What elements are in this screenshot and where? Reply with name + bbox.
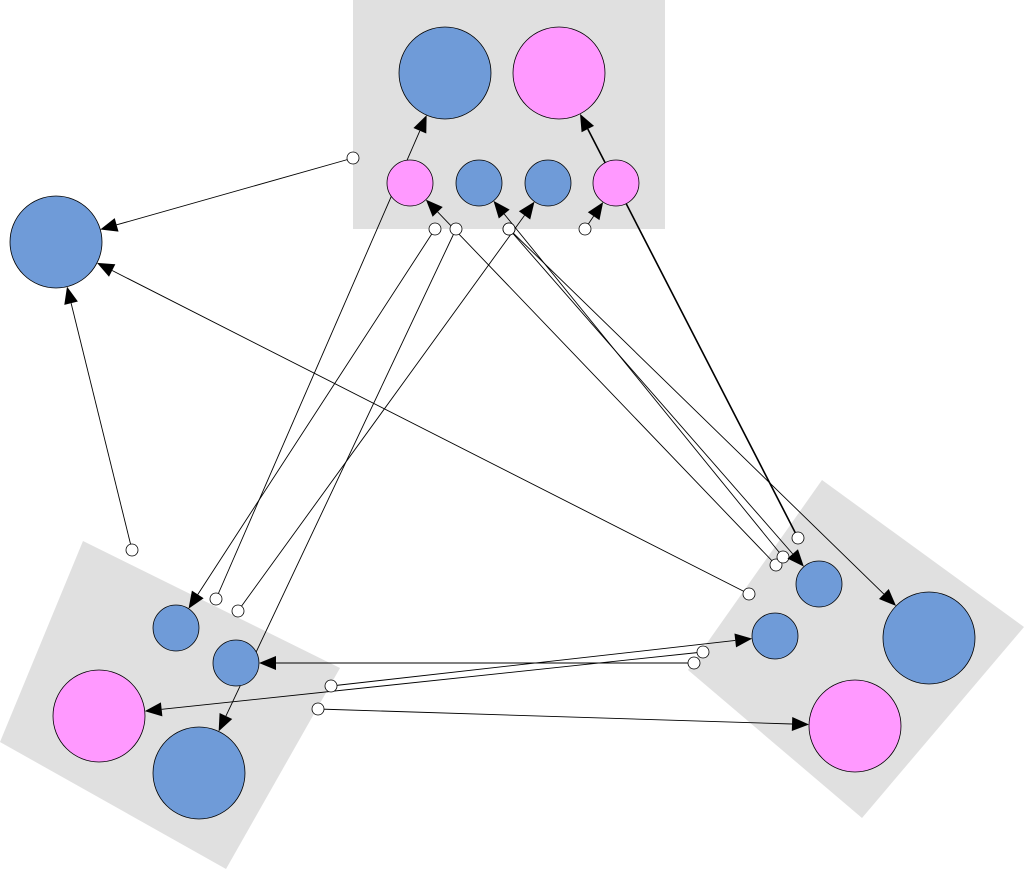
arrowhead <box>587 202 604 221</box>
edge-source-port <box>742 587 756 601</box>
edge-bottom-left-group-to-top-large-blue <box>209 115 427 606</box>
node-top-small-pink-1 <box>386 159 434 207</box>
edge-bottom-right-group-to-top-small-blue-1 <box>493 200 790 564</box>
edge-line <box>237 215 525 612</box>
arrowhead <box>791 717 810 732</box>
arrowhead <box>878 589 897 606</box>
arrowhead <box>144 702 163 717</box>
edge-bottom-right-group-to-bl-large-pink <box>144 645 710 717</box>
node-bl-small-blue-1 <box>152 604 200 652</box>
node-layer <box>9 26 976 820</box>
edge-line <box>437 211 777 566</box>
edge-source-port <box>776 550 790 564</box>
edge-line <box>161 651 704 710</box>
edge-source-port <box>428 222 442 236</box>
edge-line <box>330 640 736 687</box>
arrowhead <box>518 201 535 220</box>
edge-line <box>70 303 133 551</box>
node-bl-small-blue-2 <box>212 639 260 687</box>
edge-source-port <box>687 656 701 670</box>
edge-source-port <box>209 592 223 606</box>
edge-bottom-right-group-to-top-small-pink-2 <box>578 202 604 236</box>
arrowhead <box>580 113 595 133</box>
arrowhead <box>493 200 510 219</box>
arrowhead <box>218 713 233 732</box>
edge-source-port <box>769 558 783 572</box>
arrowhead <box>97 262 116 277</box>
node-br-small-blue-2 <box>751 612 799 660</box>
arrowhead <box>413 115 427 134</box>
edge-source-port <box>791 531 805 545</box>
arrowhead <box>734 633 753 648</box>
edge-bottom-left-group-to-top-small-blue-2 <box>231 201 535 618</box>
edge-bottom-left-group-to-br-large-pink <box>311 702 810 732</box>
edge-line <box>508 228 885 595</box>
arrowhead <box>425 199 443 217</box>
edge-line <box>317 708 793 725</box>
edge-top-group-to-standalone-large <box>100 151 360 232</box>
edge-top-group-to-br-large-blue <box>502 222 897 606</box>
edge-top-group-to-br-small-blue-1 <box>502 222 804 567</box>
edge-top-group-to-bl-large-blue <box>218 222 463 732</box>
node-top-small-blue-1 <box>455 159 503 207</box>
edge-line <box>116 157 354 226</box>
edge-bottom-right-group-to-bl-small-blue-2 <box>259 656 701 670</box>
arrowhead <box>259 656 276 670</box>
node-br-small-blue-1 <box>795 560 843 608</box>
edge-line <box>111 270 750 595</box>
edge-source-port <box>324 679 338 693</box>
node-top-small-pink-2 <box>592 159 640 207</box>
node-top-small-blue-2 <box>524 159 572 207</box>
arrowhead <box>100 218 119 232</box>
edge-bottom-left-group-to-standalone-large <box>64 286 139 557</box>
edge-source-port <box>449 222 463 236</box>
node-br-large-pink <box>808 679 902 773</box>
arrowhead <box>787 549 804 567</box>
edge-line <box>215 130 421 600</box>
edge-bottom-left-group-to-br-small-blue-2 <box>324 633 753 693</box>
edge-line <box>225 228 457 717</box>
edge-top-group-to-bl-small-blue-1 <box>188 222 442 609</box>
node-top-large-pink <box>512 26 606 120</box>
edge-line <box>508 228 794 555</box>
node-standalone-large <box>9 195 103 289</box>
edge-source-port <box>125 543 139 557</box>
arrowhead <box>64 286 78 305</box>
node-bl-large-blue <box>152 726 246 820</box>
edge-line <box>503 213 784 558</box>
node-top-large-blue <box>398 26 492 120</box>
node-br-large-blue <box>882 591 976 685</box>
edge-source-port <box>578 222 592 236</box>
edge-source-port <box>696 645 710 659</box>
edge-source-port <box>311 702 325 716</box>
edge-line <box>197 228 436 595</box>
edge-source-port <box>231 604 245 618</box>
arrowhead <box>188 590 204 609</box>
node-bl-large-pink <box>52 669 146 763</box>
edge-bottom-right-group-to-standalone-large <box>97 262 756 601</box>
edge-source-port <box>346 151 360 165</box>
bottom-left-group-box <box>0 541 340 869</box>
edge-source-port <box>502 222 516 236</box>
edge-bottom-right-group-to-top-small-pink-1 <box>425 199 783 572</box>
